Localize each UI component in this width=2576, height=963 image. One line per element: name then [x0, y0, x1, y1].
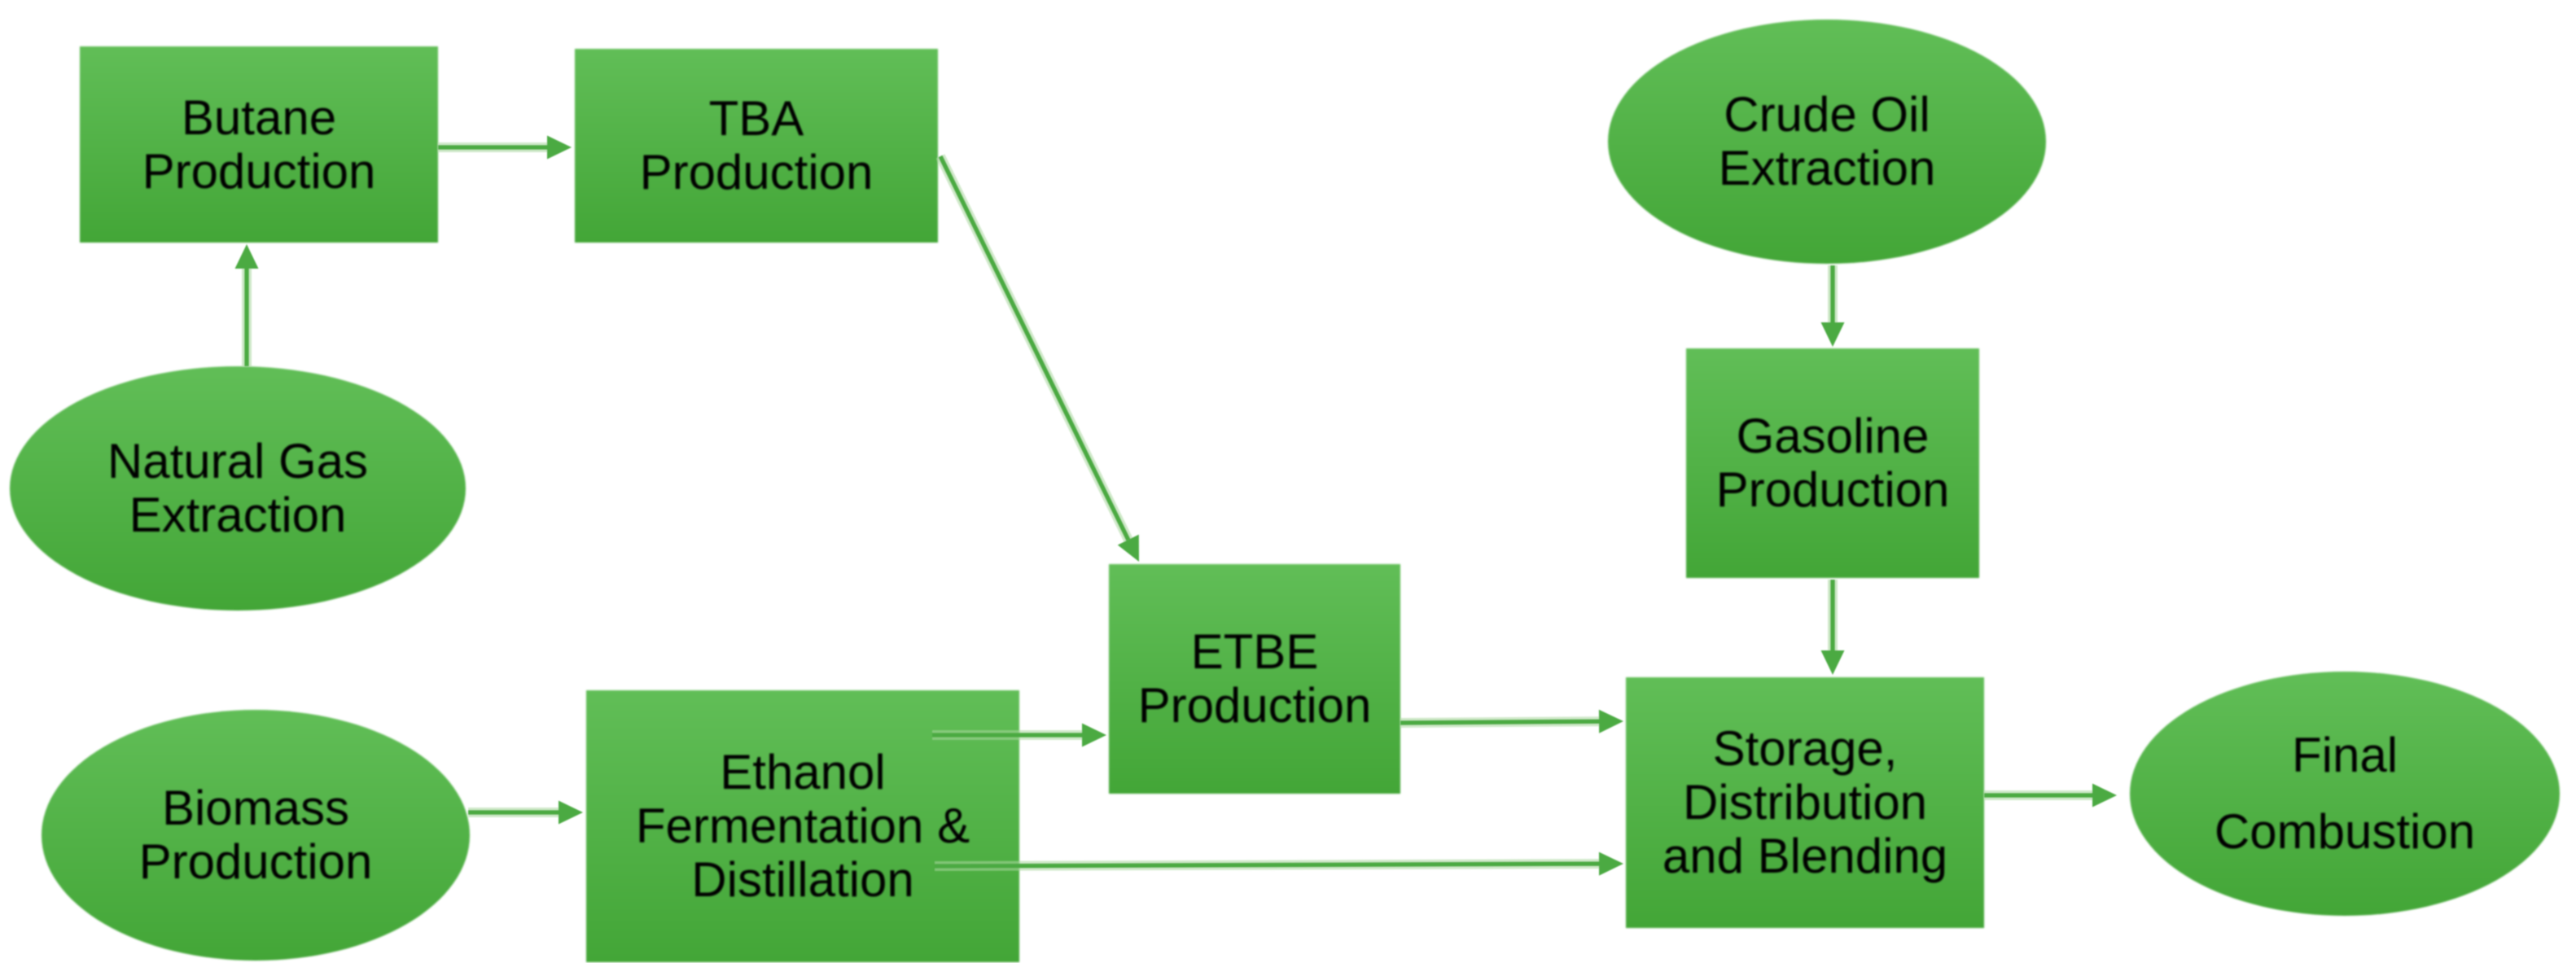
node-label-line: TBA	[708, 91, 804, 146]
node-label-line: Distillation	[691, 852, 914, 907]
node-label-line: Production	[138, 834, 373, 889]
node-label-line: Storage,	[1712, 721, 1898, 776]
node-label-line: Gasoline	[1736, 409, 1930, 463]
node-label-line: ETBE	[1190, 624, 1319, 679]
node-label-line: Production	[639, 145, 874, 199]
node-label-line: Crude Oil	[1724, 87, 1930, 142]
node-label-line: Extraction	[1718, 141, 1936, 195]
node-label-line: Extraction	[129, 488, 347, 542]
node-label-line: Distribution	[1682, 775, 1928, 829]
node-label-line: Production	[142, 143, 376, 199]
node-label-line: Final	[2291, 728, 2399, 782]
node-label-line: Butane	[181, 90, 337, 145]
node-label-line: Biomass	[161, 781, 350, 835]
node-label-line: Combustion	[2214, 804, 2476, 859]
node-label-line: Production	[1137, 678, 1372, 733]
node-label-line: and Blending	[1662, 829, 1948, 883]
node-label-line: Production	[1715, 462, 1950, 517]
node-label-line: Ethanol	[720, 745, 886, 799]
node-label-line: Natural Gas	[107, 434, 369, 488]
node-label-line: Fermentation &	[635, 799, 970, 853]
